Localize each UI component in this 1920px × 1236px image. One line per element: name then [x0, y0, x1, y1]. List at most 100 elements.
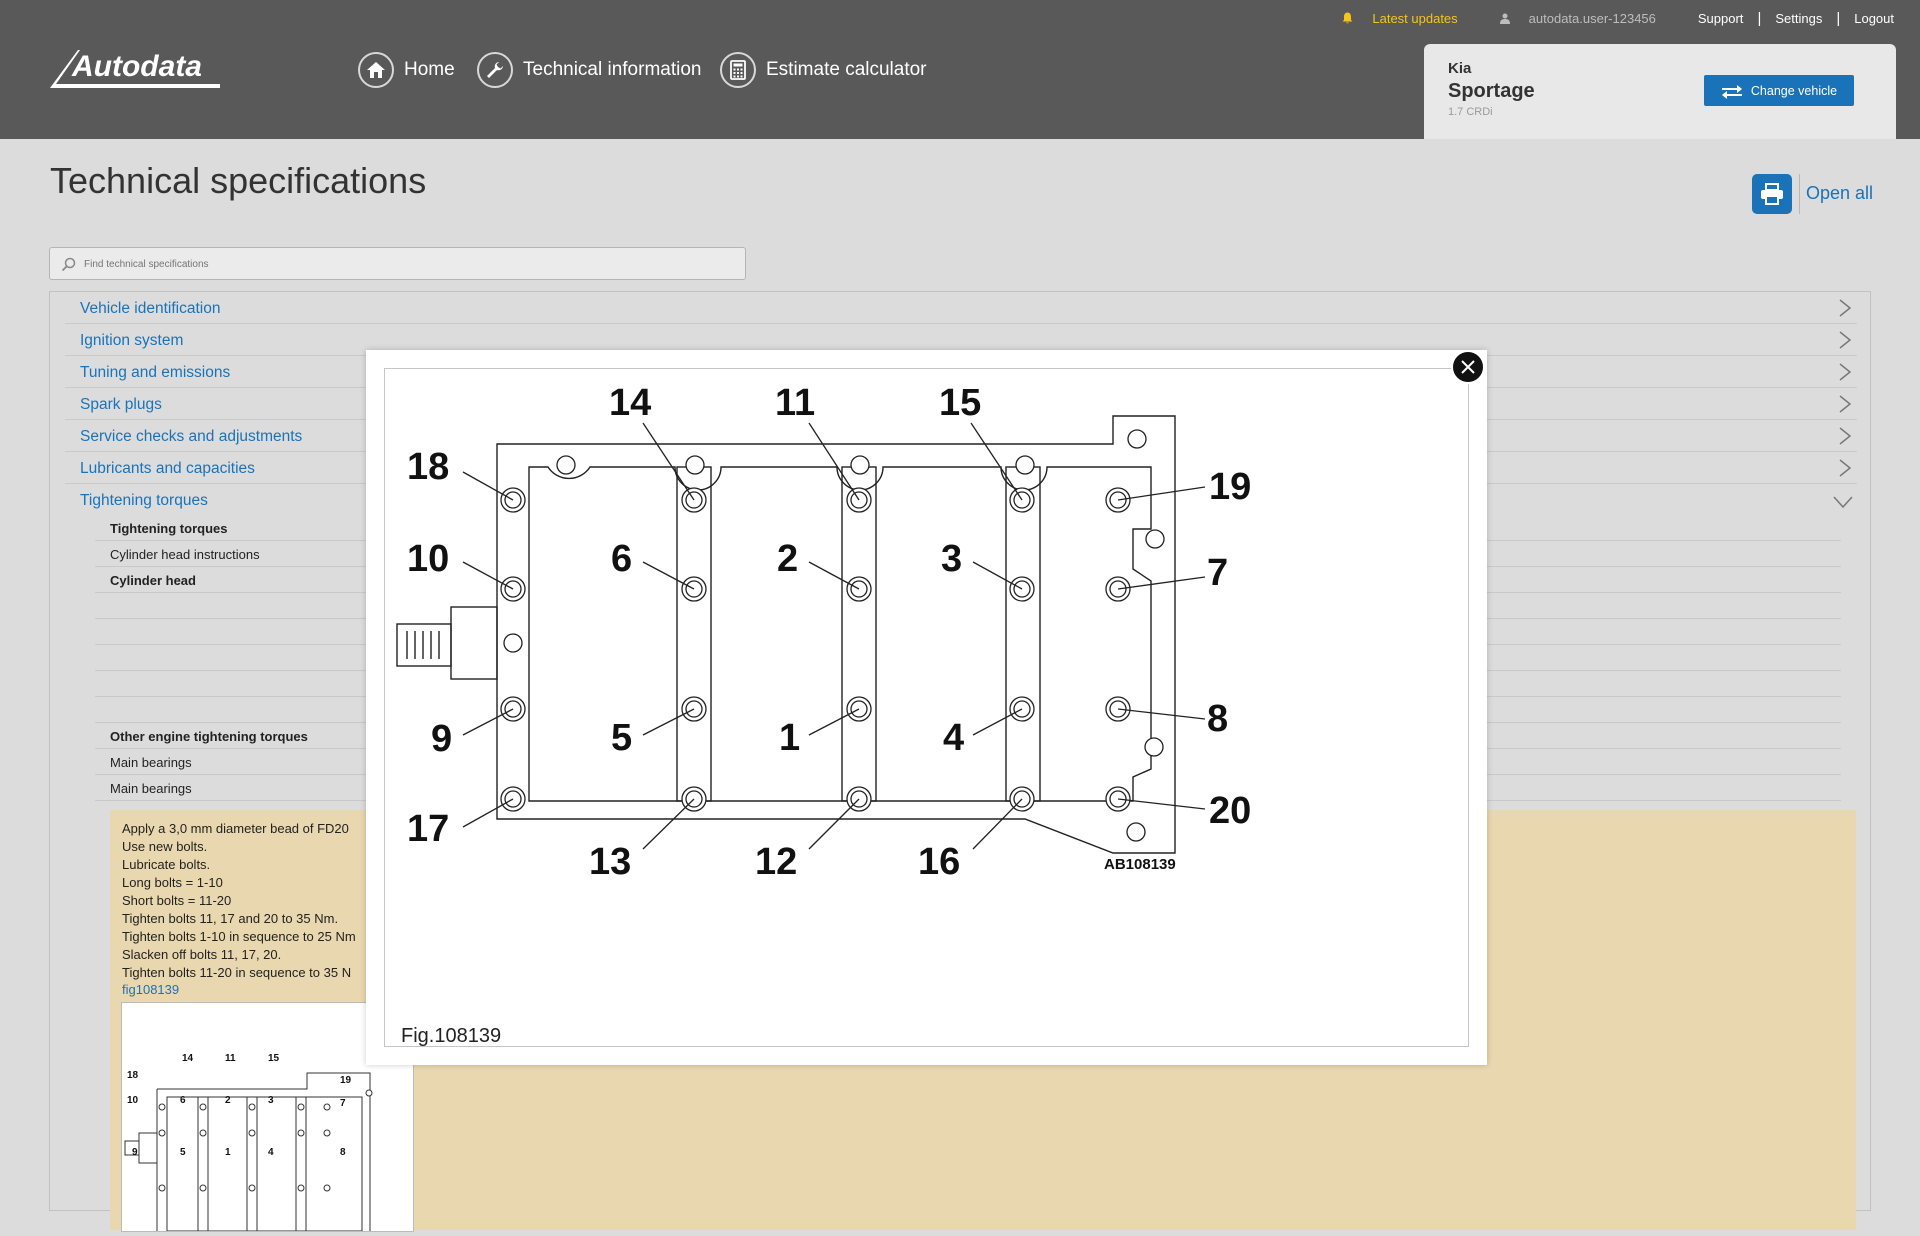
vehicle-model: Sportage: [1448, 80, 1535, 102]
thumb-bolt-label: 5: [180, 1147, 186, 1158]
leader-line: [1117, 798, 1206, 810]
subsection-label: Other engine tightening torques: [110, 729, 308, 744]
top-header: Autodata Home Technical information Esti…: [0, 0, 1920, 139]
search-input[interactable]: [82, 248, 726, 281]
subsection-label: Main bearings: [110, 781, 192, 796]
category-label: Tuning and emissions: [80, 364, 231, 381]
print-button[interactable]: [1752, 174, 1792, 214]
thumb-bolt-label: 1: [225, 1147, 231, 1158]
top-links: Latest updates autodata.user-123456 Supp…: [1328, 9, 1920, 27]
nav-estimate-calculator[interactable]: Estimate calculator: [720, 50, 927, 90]
swap-icon: [1721, 84, 1742, 99]
thumb-bolt-label: 18: [127, 1070, 139, 1081]
leader-line: [642, 798, 695, 850]
category-vehicle-identification[interactable]: Vehicle identification: [65, 292, 1857, 324]
vehicle-engine: 1.7 CRDi: [1448, 106, 1493, 118]
thumb-bolt-label: 11: [225, 1053, 236, 1064]
settings-link[interactable]: Settings: [1775, 10, 1823, 26]
svg-text:Autodata: Autodata: [71, 50, 202, 83]
logout-link[interactable]: Logout: [1854, 10, 1894, 26]
category-label: Ignition system: [80, 332, 184, 349]
latest-updates-label: Latest updates: [1372, 10, 1458, 26]
change-vehicle-button[interactable]: Change vehicle: [1704, 75, 1854, 106]
thumb-bolt-label: 19: [340, 1075, 352, 1086]
divider: [1799, 174, 1800, 214]
category-label: Tightening torques: [80, 492, 208, 509]
nav-home[interactable]: Home: [358, 50, 455, 90]
nav-technical-information[interactable]: Technical information: [477, 50, 701, 90]
category-label: Lubricants and capacities: [80, 460, 255, 477]
user-account[interactable]: autodata.user-123456: [1486, 11, 1684, 26]
thumb-bolt-label: 8: [340, 1147, 346, 1158]
category-tightening-torques[interactable]: Tightening torques: [65, 484, 1857, 515]
user-icon: [1499, 13, 1510, 24]
category-label: Spark plugs: [80, 396, 162, 413]
thumb-bolt-label: 10: [127, 1095, 139, 1106]
close-icon: [1461, 360, 1475, 374]
bell-icon: [1342, 12, 1353, 24]
bolt-number-label: 2: [777, 538, 798, 580]
thumb-bolt-label: 9: [132, 1147, 138, 1158]
vehicle-card: Kia Sportage 1.7 CRDi Change vehicle: [1424, 44, 1896, 139]
subsection-label: Main bearings: [110, 755, 192, 770]
leader-line: [462, 471, 514, 501]
leader-line: [642, 422, 695, 501]
open-all-link[interactable]: Open all: [1806, 183, 1874, 203]
category-label: Service checks and adjustments: [80, 428, 303, 445]
chevron-right-icon: [1839, 459, 1851, 477]
chevron-down-icon: [1833, 496, 1853, 508]
separator: |: [1757, 9, 1762, 27]
thumb-bolt-label: 14: [182, 1053, 194, 1064]
bolt-number-label: 13: [589, 841, 631, 883]
bolt-number-label: 6: [611, 538, 632, 580]
bolt-number-label: 9: [431, 718, 452, 760]
calculator-icon: [720, 52, 756, 88]
bolt-number-label: 10: [407, 538, 449, 580]
bolt-number-label: 20: [1209, 790, 1251, 832]
close-modal-button[interactable]: [1451, 350, 1485, 384]
thumb-bolt-label: 4: [268, 1147, 274, 1158]
latest-updates-link[interactable]: Latest updates: [1328, 11, 1485, 26]
leader-line: [462, 798, 514, 828]
leader-line: [970, 422, 1023, 501]
autodata-logo[interactable]: Autodata: [48, 46, 223, 90]
page-title: Technical specifications: [50, 160, 427, 201]
leader-line: [808, 708, 860, 736]
bolt-number-label: 15: [939, 382, 981, 424]
thumb-bolt-label: 15: [268, 1053, 280, 1064]
leader-line: [972, 708, 1023, 736]
nav-estimate-label: Estimate calculator: [766, 59, 927, 80]
bolt-number-label: 17: [407, 808, 449, 850]
home-icon: [358, 52, 394, 88]
separator: |: [1836, 9, 1841, 27]
bolt-number-label: 1: [779, 717, 800, 759]
bolt-number-label: 11: [775, 382, 815, 424]
change-vehicle-label: Change vehicle: [1750, 83, 1838, 98]
search-box[interactable]: [49, 247, 746, 281]
vehicle-make: Kia: [1448, 60, 1472, 77]
note-text: Apply a 3,0 mm diameter bead of FD20 Use…: [122, 821, 356, 980]
user-name: autodata.user-123456: [1528, 10, 1656, 26]
thumb-bolt-label: 7: [340, 1098, 346, 1109]
bolt-number-label: 16: [918, 841, 960, 883]
leader-line: [642, 561, 695, 590]
support-link[interactable]: Support: [1697, 10, 1744, 26]
leader-line: [972, 798, 1023, 850]
bolt-number-label: 3: [941, 538, 962, 580]
chevron-right-icon: [1839, 427, 1851, 445]
category-label: Vehicle identification: [80, 300, 221, 317]
leader-line: [462, 561, 514, 590]
leader-line: [972, 561, 1023, 590]
figure-caption: Fig.108139: [401, 1025, 502, 1047]
figure-link[interactable]: fig108139: [122, 982, 180, 997]
bolt-number-label: 4: [943, 717, 964, 759]
subsection-label: Tightening torques: [110, 521, 228, 536]
subsection-label: Cylinder head instructions: [110, 547, 260, 562]
leader-line: [808, 422, 860, 501]
thumb-bolt-label: 6: [180, 1095, 186, 1106]
printer-icon: [1761, 183, 1783, 205]
